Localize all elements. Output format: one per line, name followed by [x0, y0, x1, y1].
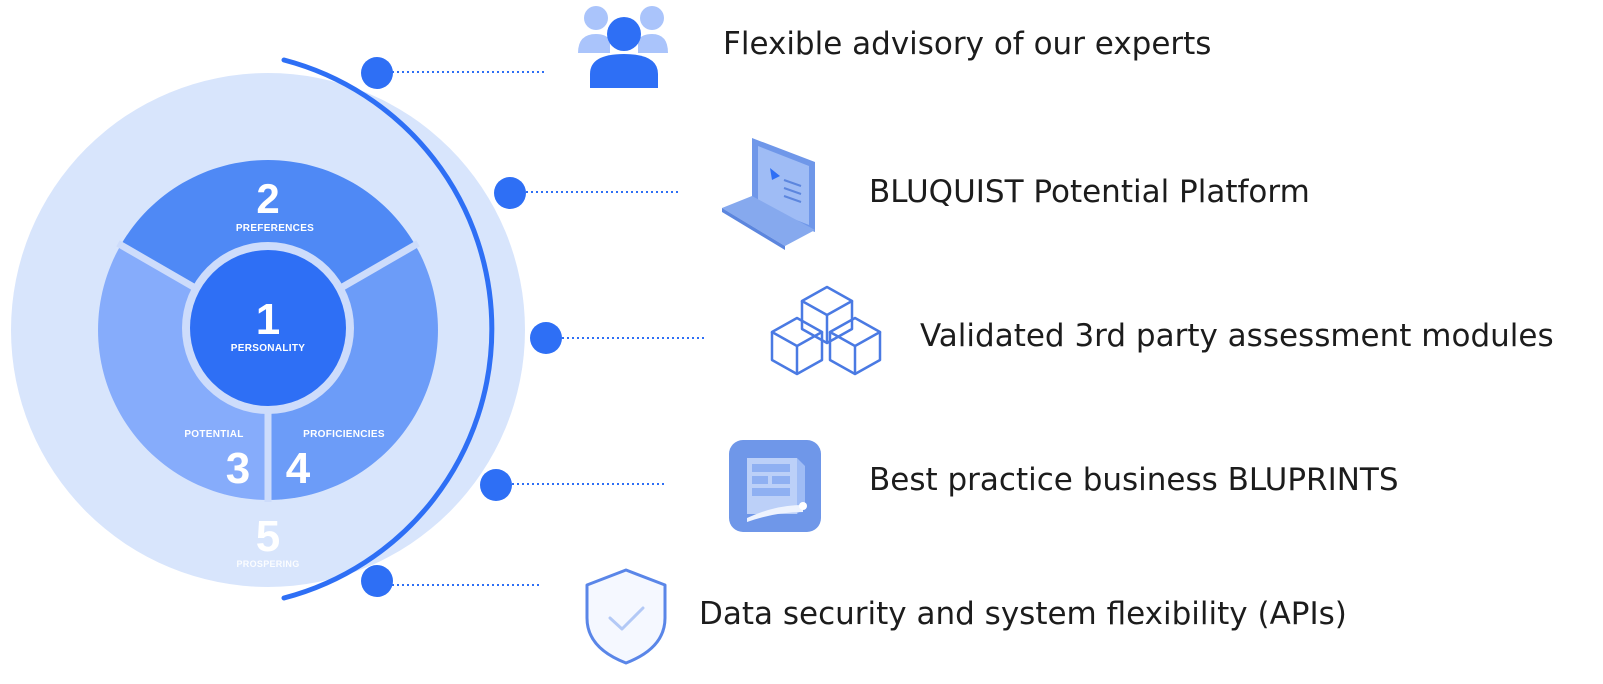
- feature-label-modules: Validated 3rd party assessment modules: [920, 318, 1554, 354]
- cubes-icon: [770, 285, 882, 376]
- blueprint-icon: [729, 440, 821, 532]
- feature-label-security: Data security and system flexibility (AP…: [699, 596, 1347, 632]
- dotted-connectors: [392, 71, 706, 586]
- users-group-icon: [578, 6, 668, 88]
- segment-label-proficiencies: PROFICIENCIES: [303, 429, 385, 440]
- connector-arc: [281, 57, 495, 601]
- segment-label-prospering: PROSPERING: [236, 559, 299, 569]
- feature-label-platform: BLUQUIST Potential Platform: [869, 174, 1310, 210]
- laptop-icon: [722, 138, 815, 250]
- core-circle: [190, 250, 346, 406]
- segment-number-potential: 3: [226, 444, 250, 493]
- inner-wheel: [98, 160, 438, 502]
- arc-node: [530, 322, 562, 354]
- arc-node: [494, 177, 526, 209]
- shield-check-icon: [585, 568, 667, 665]
- segment-label-preferences: PREFERENCES: [236, 223, 314, 234]
- segment-label-potential: POTENTIAL: [184, 429, 243, 440]
- arc-node: [361, 57, 393, 89]
- segment-number-prospering: 5: [256, 512, 280, 561]
- feature-label-advisory: Flexible advisory of our experts: [723, 26, 1212, 62]
- feature-label-bluprints: Best practice business BLUPRINTS: [869, 462, 1399, 498]
- segment-label-personality: PERSONALITY: [231, 343, 305, 354]
- arc-node: [480, 469, 512, 501]
- arc-node: [361, 565, 393, 597]
- segment-number-personality: 1: [256, 295, 280, 344]
- segment-number-preferences: 2: [256, 175, 279, 222]
- segment-number-proficiencies: 4: [286, 444, 311, 493]
